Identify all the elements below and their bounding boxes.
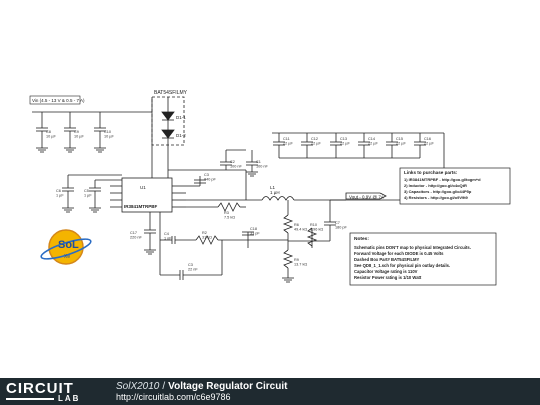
component-ref: C5 [84,189,89,193]
component-ref: C3 [188,263,193,267]
component-ref: C14 [368,137,375,141]
vin-label: Vin (4.5 - 13 V & 0.5 - 7 A) [32,98,85,103]
notes-box: Notes: Schematic pins DON'T map to physi… [349,232,497,286]
component-value: 7.5 kΩ [224,216,235,220]
component-ref: C4 [164,232,169,236]
component-value: 13.7 kΩ [294,263,307,267]
component-ref: C12 [311,137,318,141]
logo-sub: Xe [64,254,70,260]
component-ref: C3 [204,173,209,177]
link-item-1[interactable]: 1) IR3841MTRPBF - http://goo.gl/togm+d [404,177,481,182]
component-value: 100 nF [230,165,243,169]
component-ref: C18 [250,227,257,231]
component-value: 22 µF [283,142,293,146]
component-ref: C15 [396,137,403,141]
links-title: Links to purchase parts: [404,170,458,175]
component-ref: C2 [230,160,235,164]
brand-bottom: LAB [58,394,81,403]
ic-ref: U1 [140,185,146,190]
component-value: 22 µF [424,142,434,146]
circuit-title: Voltage Regulator Circuit [168,381,288,392]
title-separator: / [162,381,166,392]
logo-text: SoL [58,239,79,251]
note-line-3: Dashed Box Part# BAT54SFILMY [354,257,420,262]
note-line-2: Forward Voltage for each DIODE is 0.45 V… [354,251,444,256]
component-ref: C9 [74,130,79,134]
component-ref: C6 [56,189,61,193]
component-ref: C8 [46,130,51,134]
component-ref: R2 [202,231,207,235]
component-value: 1 µF [56,194,64,198]
component-value: 10 µF [104,135,114,139]
link-item-4[interactable]: 4) Resistors - http://goo.gl/o9V9t9 [404,195,469,200]
sol-logo: SoL Xe [40,229,92,265]
component-value: 1.96 kΩ [310,228,323,232]
component-value: 22 nF [188,268,198,272]
diode-part-label: BAT54SFILMY [154,90,188,96]
component-value: 22 µF [340,142,350,146]
component-ref: C13 [340,137,347,141]
note-line-4: See QD8_1_1.sch for physical pin outlay … [354,263,450,268]
note-line-5: Capacitor Voltage rating is 110V [354,269,418,274]
component-ref: C11 [283,137,290,141]
link-item-3[interactable]: 3) Capacitors - http://goo.gl/o44P5p [404,189,472,194]
component-value: 840 pF [204,178,217,182]
note-line-6: Resistor Power rating is 1/10 Watt [354,275,422,280]
author-link[interactable]: SolX2010 [116,381,160,392]
notes-title: Notes: [354,236,369,242]
component-value: 180 pF [335,226,348,230]
component-ref: C1 [256,160,261,164]
schematic-canvas: Vin (4.5 - 13 V & 0.5 - 7 A) BAT54SFILMY… [29,90,511,286]
component-value: 33 pF [250,232,260,236]
component-value: 10 µF [46,135,56,139]
link-item-2[interactable]: 2) Inductor - http://goo.gl/o4oQtR [404,183,467,188]
component-value: 22 µF [396,142,406,146]
component-ref: R3 [224,211,229,215]
component-ref: R9 [294,258,299,262]
component-value: 1 µF [84,194,92,198]
circuit-title-line: SolX2010/Voltage Regulator Circuit [116,381,287,393]
component-ref: C10 [104,130,111,134]
inductor-ref: L1 [270,185,276,190]
footer-bar: CIRCUIT LAB SolX2010/Voltage Regulator C… [0,378,540,405]
brand-bar [6,398,54,400]
diode1-label: D1-1 [176,115,186,120]
component-ref: R6 [294,223,299,227]
diode2-label: D1-2 [176,133,186,138]
component-value: 49.4 kΩ [294,228,307,232]
inductor-value: 1 µH [270,190,280,195]
ic-part: IR3841MTRPBF [124,204,158,209]
component-value: 220 nF [130,236,143,240]
component-value: 31 kΩ [202,236,212,240]
circuitlab-logo[interactable]: CIRCUIT LAB [6,381,102,403]
circuit-url[interactable]: http://circuitlab.com/c6e9786 [116,392,231,402]
component-ref: R10 [310,223,317,227]
component-ref: C16 [424,137,431,141]
component-value: 100 nF [256,165,269,169]
component-value: 22 µF [311,142,321,146]
component-ref: C7 [335,221,340,225]
links-box: Links to purchase parts: 1) IR3841MTRPBF… [399,167,511,205]
component-ref: C17 [130,231,137,235]
component-value: 1 nF [164,237,172,241]
brand-top: CIRCUIT [6,380,74,397]
component-value: 22 µF [368,142,378,146]
vout-label: Vout - 0.9V @ 7A [349,195,384,200]
note-line-1: Schematic pins DON'T map to physical Int… [354,245,471,250]
component-value: 10 µF [74,135,84,139]
